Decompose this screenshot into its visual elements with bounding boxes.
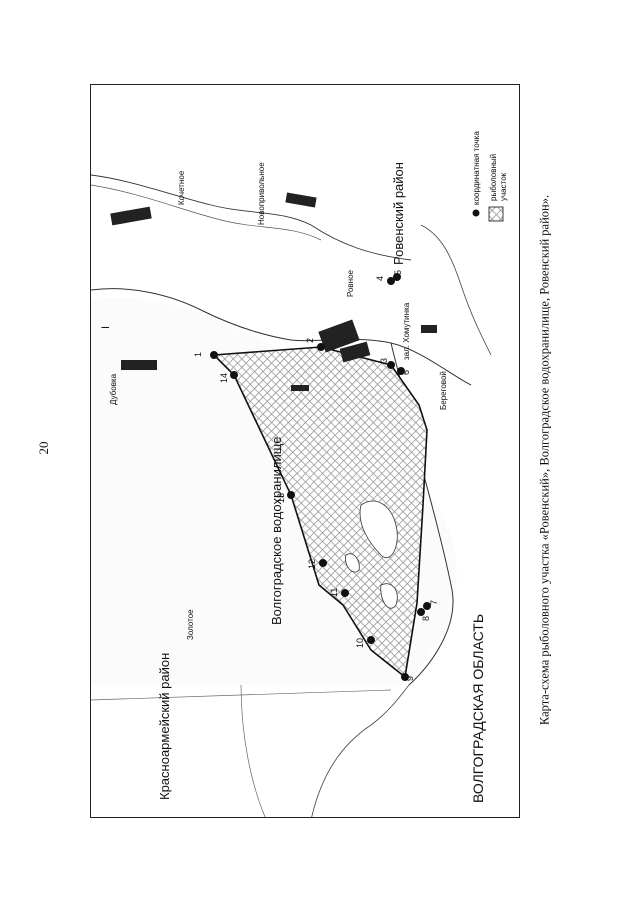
coordinate-points xyxy=(210,273,431,681)
creek-bottom xyxy=(311,684,410,817)
map-caption: Карта-схема рыболовного участка «Ровенск… xyxy=(537,194,552,726)
point-12-label: 12 xyxy=(307,559,317,569)
point-9-label: 9 xyxy=(405,676,415,681)
point-11-label: 11 xyxy=(329,588,339,597)
point-4-label: 4 xyxy=(375,276,385,281)
point-5-label: 5 xyxy=(393,270,403,275)
legend-area-line2: участок xyxy=(499,172,508,201)
road-bottom xyxy=(240,684,266,817)
point-8-label: 8 xyxy=(421,616,431,621)
legend-area-swatch xyxy=(488,206,504,222)
region-label: ВОЛГОГРАДСКАЯ ОБЛАСТЬ xyxy=(470,614,486,803)
river-upper-2 xyxy=(91,184,322,241)
point-13-label: 13 xyxy=(276,493,286,503)
creek-right xyxy=(420,224,492,356)
shoreline-upper xyxy=(91,288,472,386)
legend-point-label: координатная точка xyxy=(472,131,481,205)
map: 1 2 3 4 5 6 7 8 9 10 11 12 13 14 ВОЛГОГР… xyxy=(90,84,520,818)
point-6-label: 6 xyxy=(401,370,411,375)
legend-area-line1: рыболовный xyxy=(489,154,498,201)
district-left-label: Красноармейский район xyxy=(157,653,172,800)
point-1-label: 1 xyxy=(193,352,203,357)
fishing-area xyxy=(212,346,428,679)
point-labels: 1 2 3 4 5 6 7 8 9 10 11 12 13 14 xyxy=(193,270,439,681)
settlement-novoprivolnoe: Новопривольное xyxy=(257,162,266,225)
flow-arrow: I xyxy=(100,326,112,329)
point-14-label: 14 xyxy=(219,373,229,383)
reservoir-label: Волгоградское водохранилище xyxy=(269,437,284,625)
point-2-label: 2 xyxy=(305,338,315,343)
legend-point-icon xyxy=(472,209,480,217)
settlement-rovnoe: Ровное xyxy=(346,269,355,297)
point-3-label: 3 xyxy=(379,358,389,363)
settlement-beregovoy: Береговой xyxy=(439,371,448,410)
road-left xyxy=(91,689,392,701)
settlement-dubovka: Дубовка xyxy=(109,373,118,405)
settlement-kochetnoe: Кочетное xyxy=(177,170,186,205)
map-canvas: 1 2 3 4 5 6 7 8 9 10 11 12 13 14 ВОЛГОГР… xyxy=(91,131,508,817)
point-10-label: 10 xyxy=(355,638,365,648)
river-upper xyxy=(91,174,412,261)
settlement-khomutinka: зал. Хомутинка xyxy=(402,302,411,360)
settlement-blocks xyxy=(110,192,437,391)
district-right-label: Ровенский район xyxy=(391,162,406,265)
settlement-zolotoe: Золотое xyxy=(186,609,195,640)
point-7-label: 7 xyxy=(429,600,439,605)
map-legend: координатная точка рыболовный участок xyxy=(472,131,508,222)
islands xyxy=(345,500,398,609)
page-number: 20 xyxy=(36,441,51,455)
